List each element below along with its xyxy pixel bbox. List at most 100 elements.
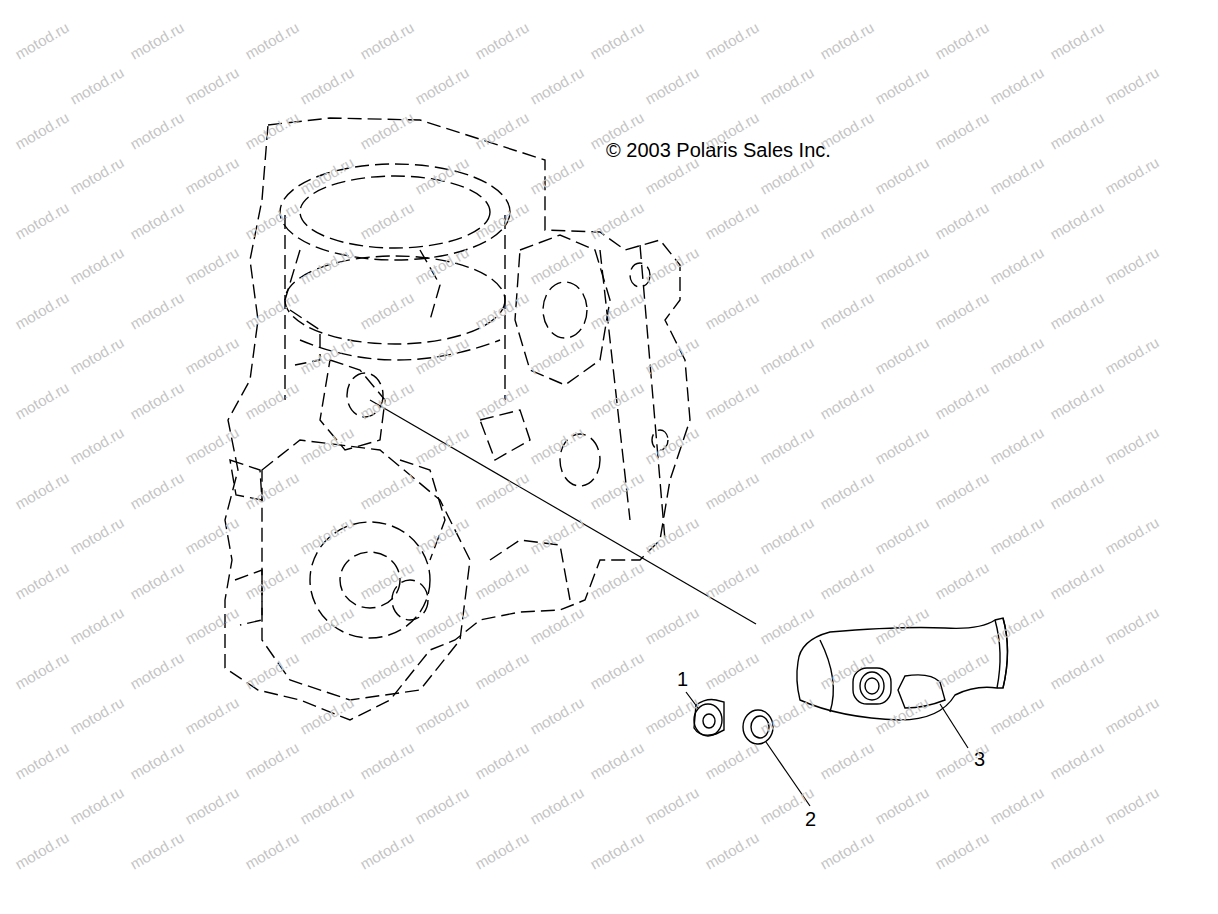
- watermark: motod.ru: [127, 738, 187, 782]
- watermark: motod.ru: [642, 783, 702, 827]
- watermark: motod.ru: [702, 558, 762, 602]
- watermark: motod.ru: [67, 333, 127, 377]
- watermark: motod.ru: [987, 783, 1047, 827]
- watermark: motod.ru: [1102, 693, 1162, 737]
- watermark: motod.ru: [932, 198, 992, 242]
- watermark: motod.ru: [67, 243, 127, 287]
- watermark: motod.ru: [1102, 243, 1162, 287]
- watermark: motod.ru: [472, 288, 532, 332]
- watermark: motod.ru: [872, 423, 932, 467]
- watermark: motod.ru: [297, 783, 357, 827]
- watermark: motod.ru: [872, 63, 932, 107]
- watermark: motod.ru: [527, 693, 587, 737]
- watermark: motod.ru: [987, 153, 1047, 197]
- watermark: motod.ru: [242, 828, 302, 872]
- watermark: motod.ru: [472, 558, 532, 602]
- watermark: motod.ru: [527, 783, 587, 827]
- watermark: motod.ru: [242, 18, 302, 62]
- watermark: motod.ru: [872, 783, 932, 827]
- watermark: motod.ru: [872, 513, 932, 557]
- watermark: motod.ru: [1047, 648, 1107, 692]
- watermark: motod.ru: [1047, 288, 1107, 332]
- watermark: motod.ru: [1102, 423, 1162, 467]
- watermark: motod.ru: [702, 648, 762, 692]
- watermark: motod.ru: [932, 18, 992, 62]
- watermark: motod.ru: [12, 738, 72, 782]
- callout-number: 1: [675, 669, 690, 689]
- watermark: motod.ru: [12, 378, 72, 422]
- watermark: motod.ru: [472, 378, 532, 422]
- watermark: motod.ru: [67, 153, 127, 197]
- watermark: motod.ru: [67, 63, 127, 107]
- watermark: motod.ru: [642, 603, 702, 647]
- watermark: motod.ru: [527, 603, 587, 647]
- watermark: motod.ru: [702, 468, 762, 512]
- watermark: motod.ru: [472, 828, 532, 872]
- watermark: motod.ru: [987, 333, 1047, 377]
- watermark: motod.ru: [67, 693, 127, 737]
- watermark: motod.ru: [1102, 333, 1162, 377]
- watermark: motod.ru: [297, 693, 357, 737]
- watermark: motod.ru: [987, 693, 1047, 737]
- watermark: motod.ru: [642, 693, 702, 737]
- watermark: motod.ru: [757, 333, 817, 377]
- watermark: motod.ru: [127, 378, 187, 422]
- watermark: motod.ru: [67, 603, 127, 647]
- watermark: motod.ru: [932, 378, 992, 422]
- watermark: motod.ru: [1047, 558, 1107, 602]
- watermark: motod.ru: [702, 378, 762, 422]
- watermark: motod.ru: [67, 783, 127, 827]
- watermark: motod.ru: [297, 153, 357, 197]
- watermark: motod.ru: [472, 648, 532, 692]
- watermark: motod.ru: [642, 63, 702, 107]
- watermark: motod.ru: [702, 18, 762, 62]
- watermark: motod.ru: [12, 468, 72, 512]
- watermark: motod.ru: [587, 828, 647, 872]
- watermark: motod.ru: [182, 243, 242, 287]
- watermark: motod.ru: [1102, 603, 1162, 647]
- watermark: motod.ru: [357, 648, 417, 692]
- watermark: motod.ru: [642, 423, 702, 467]
- watermark: motod.ru: [182, 513, 242, 557]
- watermark: motod.ru: [127, 828, 187, 872]
- watermark: motod.ru: [127, 558, 187, 602]
- watermark: motod.ru: [642, 333, 702, 377]
- watermark: motod.ru: [297, 423, 357, 467]
- watermark: motod.ru: [127, 198, 187, 242]
- watermark: motod.ru: [757, 243, 817, 287]
- watermark: motod.ru: [817, 738, 877, 782]
- watermark: motod.ru: [182, 333, 242, 377]
- watermark: motod.ru: [587, 378, 647, 422]
- watermark: motod.ru: [12, 288, 72, 332]
- watermark: motod.ru: [412, 63, 472, 107]
- watermark: motod.ru: [1102, 513, 1162, 557]
- watermark: motod.ru: [1047, 198, 1107, 242]
- watermark: motod.ru: [242, 738, 302, 782]
- watermark: motod.ru: [702, 828, 762, 872]
- watermark: motod.ru: [357, 378, 417, 422]
- watermark: motod.ru: [817, 108, 877, 152]
- watermark: motod.ru: [1102, 153, 1162, 197]
- watermark: motod.ru: [932, 828, 992, 872]
- watermark: motod.ru: [817, 288, 877, 332]
- watermark: motod.ru: [127, 288, 187, 332]
- watermark: motod.ru: [472, 468, 532, 512]
- watermark: motod.ru: [242, 468, 302, 512]
- watermark: motod.ru: [472, 108, 532, 152]
- watermark: motod.ru: [817, 468, 877, 512]
- watermark: motod.ru: [357, 288, 417, 332]
- watermark: motod.ru: [587, 738, 647, 782]
- watermark: motod.ru: [527, 153, 587, 197]
- watermark: motod.ru: [987, 243, 1047, 287]
- watermark: motod.ru: [12, 108, 72, 152]
- watermark: motod.ru: [297, 63, 357, 107]
- watermark: motod.ru: [357, 468, 417, 512]
- watermark: motod.ru: [932, 288, 992, 332]
- watermark: motod.ru: [817, 198, 877, 242]
- watermark: motod.ru: [702, 198, 762, 242]
- watermark: motod.ru: [1102, 63, 1162, 107]
- watermark: motod.ru: [587, 558, 647, 602]
- watermark: motod.ru: [67, 513, 127, 557]
- watermark: motod.ru: [412, 513, 472, 557]
- watermark: motod.ru: [1047, 468, 1107, 512]
